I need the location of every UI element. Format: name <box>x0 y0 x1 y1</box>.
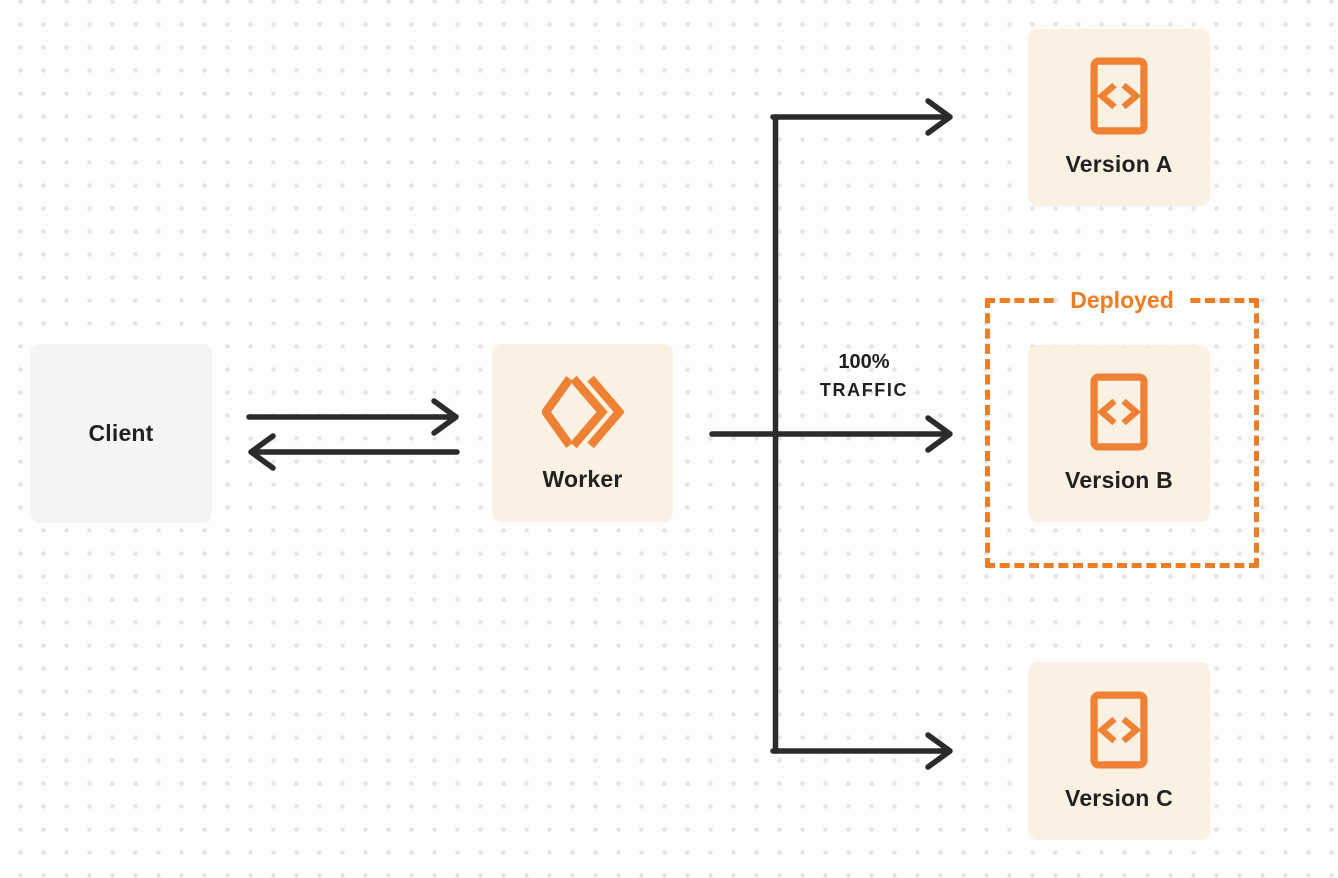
traffic-word-text: TRAFFIC <box>819 380 909 400</box>
version-a-node: Version A <box>1028 29 1210 206</box>
deployed-frame: Deployed <box>985 286 1259 568</box>
client-to-worker-arrow <box>246 398 459 436</box>
worker-node-label: Worker <box>542 465 623 492</box>
traffic-annotation: 100% TRAFFIC <box>789 349 939 405</box>
version-c-node: Version C <box>1028 662 1210 840</box>
version-c-node-label: Version C <box>1065 784 1173 811</box>
worker-node: Worker <box>492 344 673 522</box>
version-b-node-label: Version B <box>1065 467 1173 493</box>
deployed-frame-label: Deployed <box>1058 286 1186 314</box>
branch-to-version-c-arrow <box>770 732 953 770</box>
worker-to-client-arrow <box>248 433 460 471</box>
traffic-percent-text: 100% <box>838 351 890 373</box>
branch-to-version-a-arrow <box>770 98 953 136</box>
code-file-icon <box>1090 57 1148 135</box>
code-file-icon <box>1090 373 1148 451</box>
version-b-node: Version B <box>1028 345 1210 522</box>
worker-to-version-b-arrow <box>709 415 953 453</box>
cloudflare-workers-icon <box>541 374 624 450</box>
code-file-icon <box>1090 690 1148 769</box>
client-node-label: Client <box>88 420 154 446</box>
version-a-node-label: Version A <box>1065 151 1173 177</box>
client-node: Client <box>30 344 212 523</box>
